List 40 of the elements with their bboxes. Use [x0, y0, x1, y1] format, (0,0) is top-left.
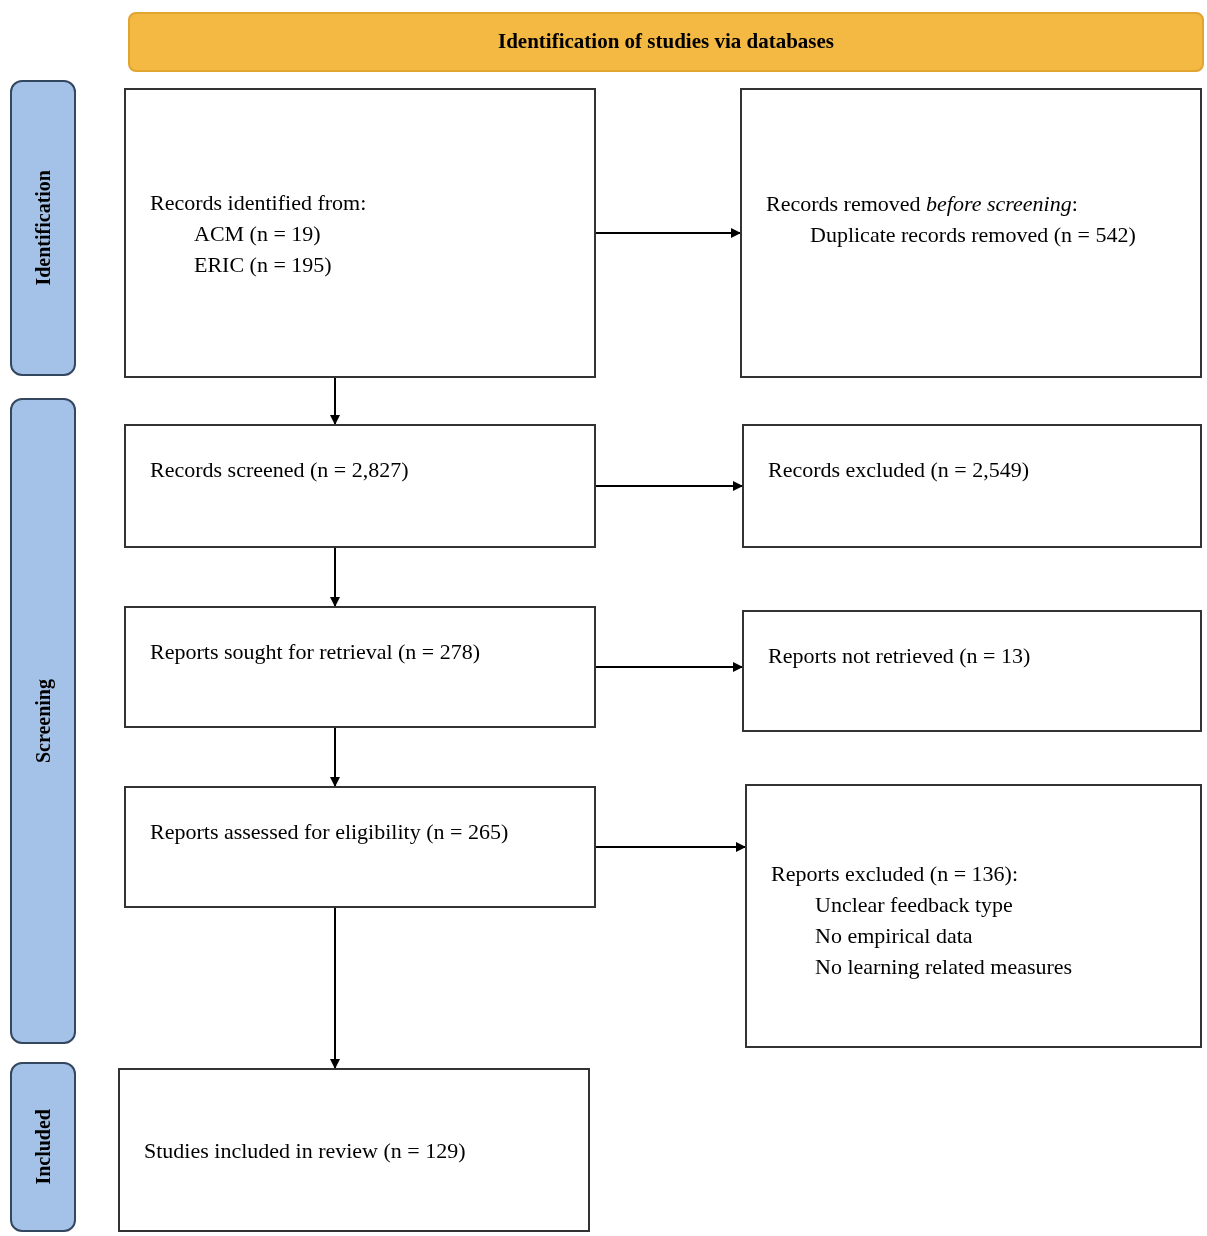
- process-box: [742, 424, 1202, 548]
- box-text: Reports not retrieved (n = 13): [768, 642, 1032, 670]
- phase-label: [10, 398, 76, 1044]
- process-box: [124, 424, 596, 548]
- box-text: Reports assessed for eligibility (n = 265): [150, 818, 510, 846]
- process-box: [124, 606, 596, 728]
- header-text: Identification of studies via databases: [498, 28, 834, 56]
- phase-label: [10, 80, 76, 376]
- phase-label: [10, 1062, 76, 1232]
- arrow: [595, 228, 741, 238]
- arrow: [330, 727, 340, 787]
- phase-text: Screening: [31, 678, 56, 764]
- process-box: [742, 610, 1202, 732]
- box-text: ACM (n = 19): [193, 219, 322, 248]
- process-box: [118, 1068, 590, 1232]
- process-box: [745, 784, 1202, 1048]
- phase-text: Included: [31, 1109, 55, 1185]
- box-text: Studies included in review (n = 129): [144, 1136, 467, 1165]
- arrow: [595, 481, 743, 491]
- arrow: [330, 907, 340, 1069]
- box-text: Reports excluded (n = 136):: [771, 860, 1020, 888]
- box-text: Records excluded (n = 2,549): [768, 456, 1031, 484]
- box-text: Duplicate records removed (n = 542): [809, 221, 1137, 249]
- process-box: [740, 88, 1202, 378]
- box-text: Records removed before screening:: [766, 190, 1079, 218]
- process-box: [124, 786, 596, 908]
- phase-text: Identification: [31, 170, 55, 286]
- box-text: Records identified from:: [150, 188, 368, 217]
- arrow: [595, 842, 746, 852]
- arrow: [595, 662, 743, 672]
- box-text: No empirical data: [814, 922, 974, 950]
- process-box: [124, 88, 596, 378]
- arrow: [330, 377, 340, 425]
- box-text: ERIC (n = 195): [193, 250, 333, 279]
- box-text: Records screened (n = 2,827): [150, 456, 410, 484]
- section-header: [128, 12, 1204, 72]
- box-text: Unclear feedback type: [814, 891, 1014, 919]
- box-text: No learning related measures: [814, 953, 1074, 981]
- arrow: [330, 547, 340, 607]
- box-text: Reports sought for retrieval (n = 278): [150, 638, 482, 666]
